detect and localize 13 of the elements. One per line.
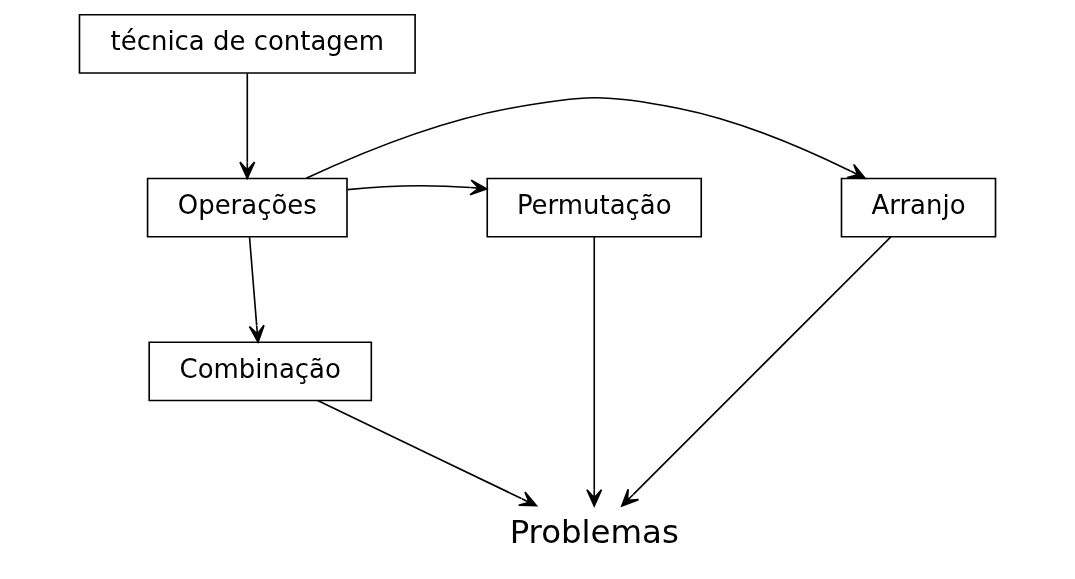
node-box: Arranjo	[840, 177, 997, 238]
node-text: Problemas	[509, 513, 679, 552]
node-box: Permutação	[486, 177, 703, 238]
arrow	[316, 399, 538, 507]
node-box: técnica de contagem	[78, 13, 416, 74]
arrow	[239, 72, 256, 180]
node-box: Operações	[146, 177, 348, 238]
arrow	[621, 236, 892, 507]
arrow	[586, 236, 603, 507]
node-box: Combinação	[148, 341, 373, 402]
arrow	[305, 96, 866, 180]
arrow	[346, 179, 488, 196]
arrow	[248, 236, 265, 343]
